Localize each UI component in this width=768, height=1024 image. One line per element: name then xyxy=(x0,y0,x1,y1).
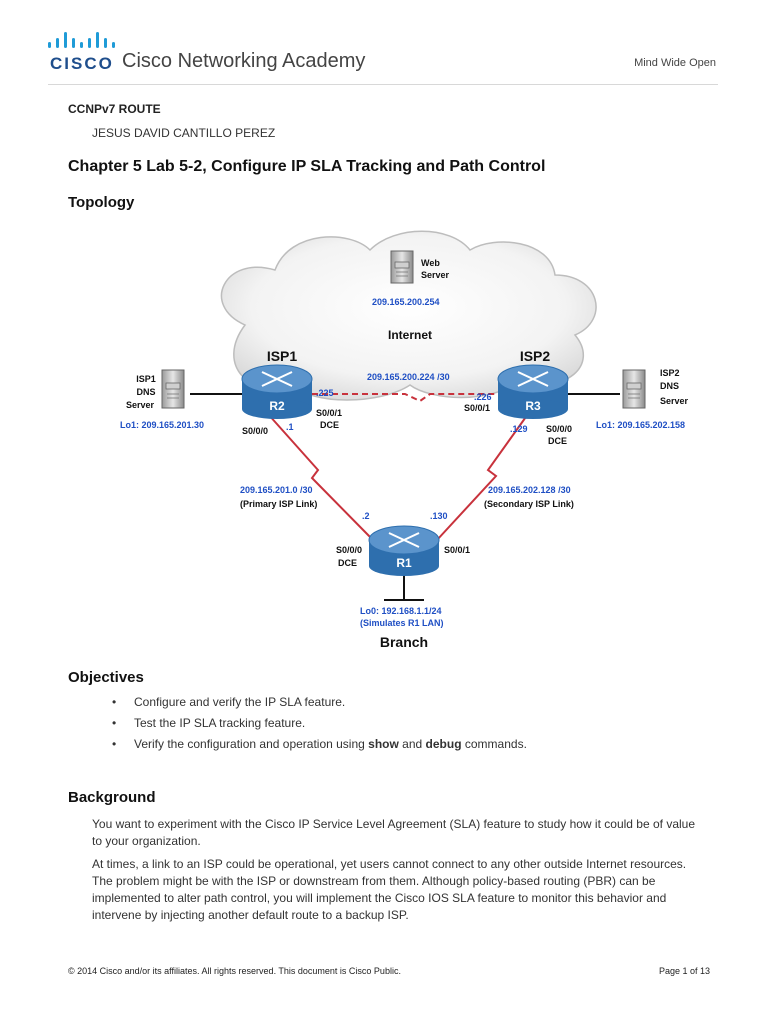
isp1-loopback: Lo1: 209.165.201.30 xyxy=(120,420,204,430)
r2-s000-interface: S0/0/0 xyxy=(242,426,268,436)
web-server-label-1: Web xyxy=(421,258,440,268)
web-server-label-2: Server xyxy=(421,270,450,280)
r2-isp-ip: .225 xyxy=(316,388,334,398)
internet-label: Internet xyxy=(388,328,432,342)
web-server-ip: 209.165.200.254 xyxy=(372,297,440,307)
r1-loopback: Lo0: 192.168.1.1/24 xyxy=(360,606,442,616)
isp-serial-link xyxy=(312,393,498,403)
primary-link-label: (Primary ISP Link) xyxy=(240,499,317,509)
isp1-label: ISP1 xyxy=(267,348,298,364)
r3-s000-interface: S0/0/0 xyxy=(546,424,572,434)
objective-item: Test the IP SLA tracking feature. xyxy=(108,713,527,734)
isp2-dns-server-icon xyxy=(622,369,646,409)
router-r1-icon xyxy=(368,525,440,576)
isp2-dns-label-2: DNS xyxy=(660,381,679,391)
r1-s001-interface: S0/0/1 xyxy=(444,545,470,555)
r3-isp-ip: .226 xyxy=(474,392,492,402)
isp2-loopback: Lo1: 209.165.202.158 xyxy=(596,420,685,430)
r3-s000-ip: .129 xyxy=(510,424,528,434)
r1-s000-interface: S0/0/0 xyxy=(336,545,362,555)
r2-isp-interface: S0/0/1 xyxy=(316,408,342,418)
background-paragraph-1: You want to experiment with the Cisco IP… xyxy=(92,817,695,848)
r3-s000-dce: DCE xyxy=(548,436,567,446)
secondary-link-label: (Secondary ISP Link) xyxy=(484,499,574,509)
isp2-dns-label-3: Server xyxy=(660,396,689,406)
document-title: Chapter 5 Lab 5-2, Configure IP SLA Trac… xyxy=(68,158,546,175)
isp2-label: ISP2 xyxy=(520,348,551,364)
header-divider xyxy=(48,84,718,85)
footer-copyright: © 2014 Cisco and/or its affiliates. All … xyxy=(68,966,401,976)
isp2-dns-label-1: ISP2 xyxy=(660,368,680,378)
secondary-isp-link xyxy=(436,413,529,541)
router-r3-label: R3 xyxy=(525,399,541,413)
cisco-logo-text: CISCO xyxy=(50,54,114,73)
r3-isp-interface: S0/0/1 xyxy=(464,403,490,413)
r1-loopback-note: (Simulates R1 LAN) xyxy=(360,618,444,628)
objective-item: Configure and verify the IP SLA feature. xyxy=(108,692,527,713)
background-paragraph-2: At times, a link to an ISP could be oper… xyxy=(92,857,687,922)
r2-s000-ip: .1 xyxy=(286,422,294,432)
isp1-dns-label-1: ISP1 xyxy=(136,374,156,384)
cisco-bars-icon xyxy=(48,32,115,48)
router-r2-icon xyxy=(241,364,313,419)
internet-cloud xyxy=(220,230,597,401)
isp1-dns-label-3: Server xyxy=(126,400,155,410)
router-r1-label: R1 xyxy=(396,556,412,570)
isp-link-network: 209.165.200.224 /30 xyxy=(367,372,450,382)
header-title: Cisco Networking Academy xyxy=(122,50,366,72)
objectives-heading: Objectives xyxy=(68,669,144,686)
isp1-dns-label-2: DNS xyxy=(136,387,155,397)
r1-left-ip: .2 xyxy=(362,511,370,521)
r2-isp-dce: DCE xyxy=(320,420,339,430)
primary-isp-link xyxy=(267,413,374,541)
header-tagline: Mind Wide Open xyxy=(634,57,716,69)
r1-s000-dce: DCE xyxy=(338,558,357,568)
secondary-link-network: 209.165.202.128 /30 xyxy=(488,485,571,495)
primary-link-network: 209.165.201.0 /30 xyxy=(240,485,313,495)
router-r2-label: R2 xyxy=(269,399,285,413)
author-name: JESUS DAVID CANTILLO PEREZ xyxy=(92,126,276,140)
course-name: CCNPv7 ROUTE xyxy=(68,102,161,116)
footer-page-number: Page 1 of 13 xyxy=(658,966,710,976)
objectives-list: Configure and verify the IP SLA feature.… xyxy=(108,692,527,755)
router-r3-icon xyxy=(497,364,569,419)
topology-heading: Topology xyxy=(68,194,135,211)
r1-right-ip: .130 xyxy=(430,511,448,521)
isp1-dns-server-icon xyxy=(161,369,185,409)
topology-diagram: Web Server 209.165.200.254 Internet ISP1… xyxy=(120,230,689,650)
background-heading: Background xyxy=(68,789,156,806)
branch-label: Branch xyxy=(380,634,428,650)
objective-item: Verify the configuration and operation u… xyxy=(108,734,527,755)
web-server-icon xyxy=(390,250,414,284)
